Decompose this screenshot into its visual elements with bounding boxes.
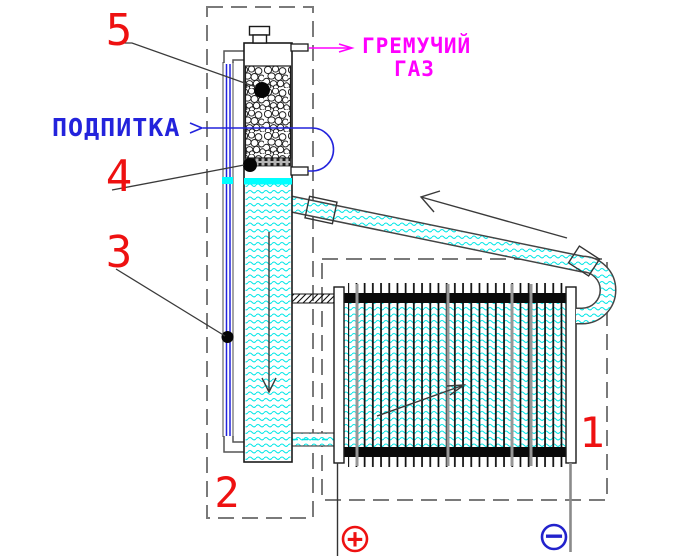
minus-symbol: − [545,519,563,554]
tie-rods [355,284,533,466]
separator-tank [221,25,309,463]
filler-cap [248,25,271,36]
tube-coupling-left [304,195,338,225]
return-tube [289,190,617,325]
electrode-plates [348,283,563,467]
flow-arrow-up-left-icon [419,190,568,239]
gauge-water-level [222,177,233,184]
feed-inlet-nozzle [290,166,309,176]
ref-dot-5 [254,82,270,98]
ref-dot-3 [221,331,234,343]
gas-outlet: ГРЕМУЧИЙ ГАЗ [309,33,471,81]
level-gauge-tube [222,50,245,453]
feed-arrow-icon [189,122,205,134]
mounting-bracket-hatch [291,293,336,304]
feed-label: ПОДПИТКА [52,113,180,142]
gas-label-line1: ГРЕМУЧИЙ [362,33,471,58]
bottom-busbar [344,447,566,457]
end-plate-left [333,286,345,464]
tube-coupling-right [567,245,601,277]
positive-terminal-icon: + [341,524,369,555]
callout-1: 1 [579,408,604,457]
top-busbar [344,293,566,303]
flow-arrow-right-icon [376,384,467,417]
positive-terminal: + [336,463,369,556]
unit-2-dashed-boundary [206,6,314,519]
ref-dot-4 [243,158,257,172]
filter-media [244,65,292,159]
callout-4: 4 [106,151,133,202]
gas-arrow-icon [338,43,355,53]
end-plate-right [565,286,577,464]
bottom-pipe [290,432,336,447]
plus-symbol: + [347,524,363,555]
flow-arrow-down-icon [261,232,277,394]
callout-3: 3 [106,227,133,278]
negative-terminal-icon: − [540,519,568,554]
callout-2: 2 [214,468,239,517]
tank-water-level [244,178,292,185]
tank-water-column [245,184,291,461]
electrolyzer-stack [333,283,577,467]
leader-line-5 [110,42,257,88]
leader-line-4 [111,164,245,191]
filler-neck [252,34,268,44]
negative-terminal: − [540,463,572,554]
gas-outlet-nozzle [290,43,309,52]
feed-line: ПОДПИТКА [52,113,335,172]
leader-line-3 [115,268,226,337]
callout-5: 5 [106,5,133,56]
gas-label-line2: ГАЗ [394,57,435,81]
